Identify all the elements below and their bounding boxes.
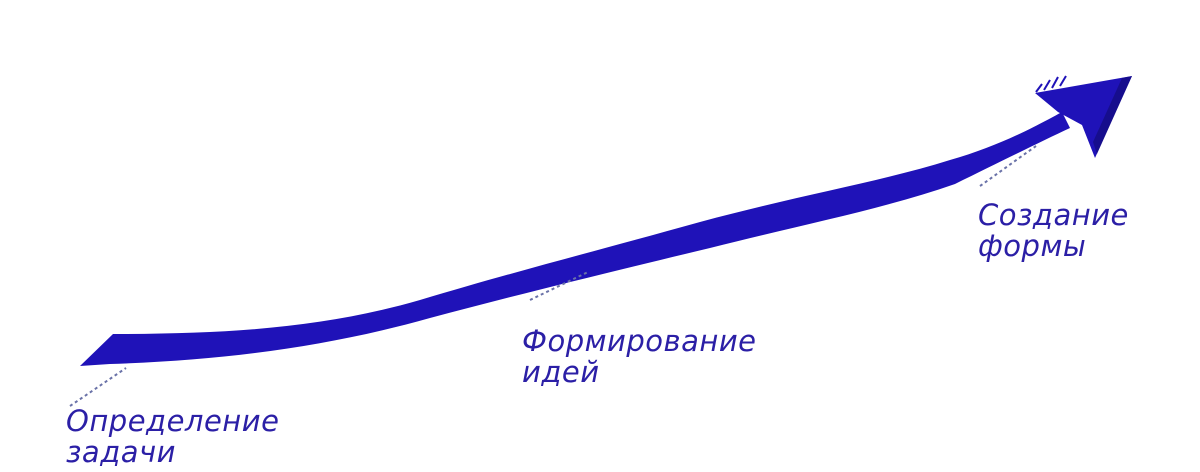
stage-label-ideation: Формирование идей — [522, 326, 757, 388]
tick-marks — [69, 145, 1037, 407]
stage-label-line: задачи — [66, 435, 176, 469]
stage-label-line: Определение — [66, 404, 280, 438]
stage-label-problem-definition: Определение задачи — [66, 406, 279, 468]
stage-label-form-creation: Создание формы — [978, 200, 1129, 262]
arrow-shaft — [80, 112, 1070, 366]
stage-label-line: формы — [978, 229, 1087, 263]
arrow-rough-edge — [1035, 75, 1067, 93]
tick-mark-1 — [69, 367, 127, 407]
stage-label-line: Формирование — [522, 324, 757, 358]
arrow-body — [80, 75, 1132, 366]
arrow-head — [1035, 76, 1132, 158]
stage-label-line: Создание — [978, 198, 1129, 232]
arrow-head-shade — [1093, 76, 1132, 154]
tick-mark-2 — [529, 271, 589, 301]
stage-label-line: идей — [522, 355, 600, 389]
